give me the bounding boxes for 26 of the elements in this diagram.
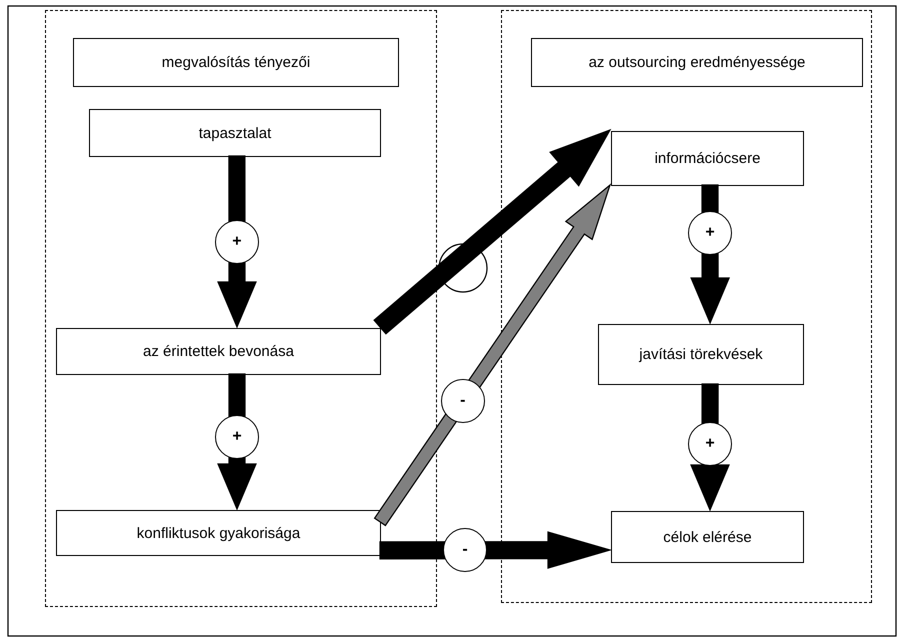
- process-box: [611, 131, 804, 186]
- box-label: konfliktusok gyakorisága: [136, 524, 300, 542]
- box-label: megvalósítás tényezői: [162, 54, 310, 71]
- edge-label: +: [688, 422, 732, 466]
- edge-label: +: [215, 415, 259, 460]
- process-box: [531, 38, 863, 87]
- edge-label: -: [440, 378, 485, 423]
- block-arrow: [374, 183, 612, 526]
- group-box: [45, 10, 437, 607]
- process-box: [611, 511, 804, 563]
- group-box: [501, 10, 872, 603]
- process-box: [56, 328, 381, 375]
- box-label: célok elérése: [663, 528, 752, 546]
- box-label: az outsourcing eredményessége: [588, 54, 806, 71]
- box-label: javítási törekvések: [639, 346, 763, 363]
- edge-label: +: [214, 220, 259, 264]
- process-box: [56, 510, 381, 556]
- process-box: [73, 38, 399, 87]
- block-arrow: [373, 128, 612, 335]
- box-label: az érintettek bevonása: [143, 343, 294, 360]
- process-box: [89, 109, 381, 157]
- edge-label: -: [443, 528, 488, 572]
- process-box: [598, 324, 804, 385]
- box-label: tapasztalat: [198, 124, 272, 142]
- box-label: információcsere: [654, 150, 760, 167]
- edge-label: +: [688, 211, 732, 256]
